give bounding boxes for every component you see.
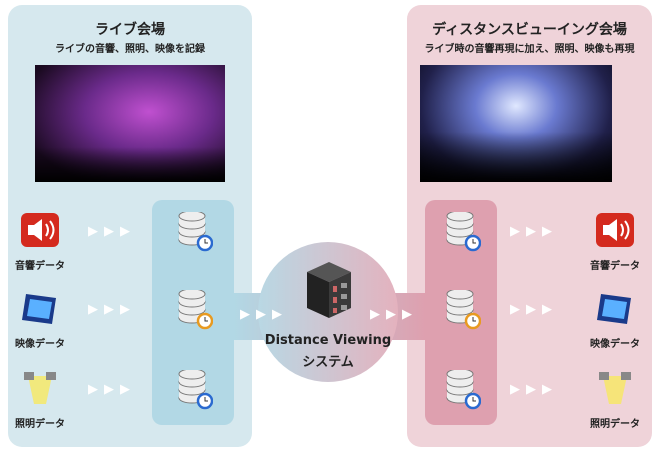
- database-clock-icon: [445, 288, 482, 330]
- flow-arrows: ▶▶▶: [510, 302, 558, 317]
- live-concert-photo: [35, 65, 225, 182]
- live-venue-subtitle: ライブの音響、照明、映像を記録: [55, 44, 205, 55]
- data-type-label: 映像データ: [590, 339, 640, 350]
- flow-arrows: ▶▶▶: [88, 302, 136, 317]
- spotlight-icon: [595, 370, 635, 406]
- database-clock-icon: [445, 210, 482, 252]
- flow-arrows: ▶▶▶: [88, 224, 136, 239]
- speaker-icon: [595, 212, 635, 248]
- server-icon: [307, 262, 351, 318]
- system-name: Distance Viewing: [264, 333, 392, 348]
- flow-arrows: ▶▶▶: [88, 382, 136, 397]
- film-icon: [595, 290, 635, 326]
- data-type-label: 照明データ: [15, 419, 65, 430]
- database-clock-icon: [177, 210, 214, 252]
- data-type-label: 照明データ: [590, 419, 640, 430]
- database-clock-icon: [445, 368, 482, 410]
- viewing-venue-subtitle: ライブ時の音響再現に加え、照明、映像も再現: [424, 44, 635, 55]
- live-venue-title: ライブ会場: [95, 22, 165, 38]
- database-clock-icon: [177, 368, 214, 410]
- speaker-icon: [20, 212, 60, 248]
- film-icon: [20, 290, 60, 326]
- system-name-jp: システム: [302, 355, 354, 370]
- data-type-label: 映像データ: [15, 339, 65, 350]
- viewing-venue-title: ディスタンスビューイング会場: [432, 22, 627, 38]
- viewing-audience-photo: [420, 65, 612, 182]
- data-type-label: 音響データ: [15, 261, 65, 272]
- data-type-label: 音響データ: [590, 261, 640, 272]
- spotlight-icon: [20, 370, 60, 406]
- flow-arrows: ▶▶▶: [370, 307, 418, 322]
- database-clock-icon: [177, 288, 214, 330]
- flow-arrows: ▶▶▶: [510, 382, 558, 397]
- flow-arrows: ▶▶▶: [240, 307, 288, 322]
- flow-arrows: ▶▶▶: [510, 224, 558, 239]
